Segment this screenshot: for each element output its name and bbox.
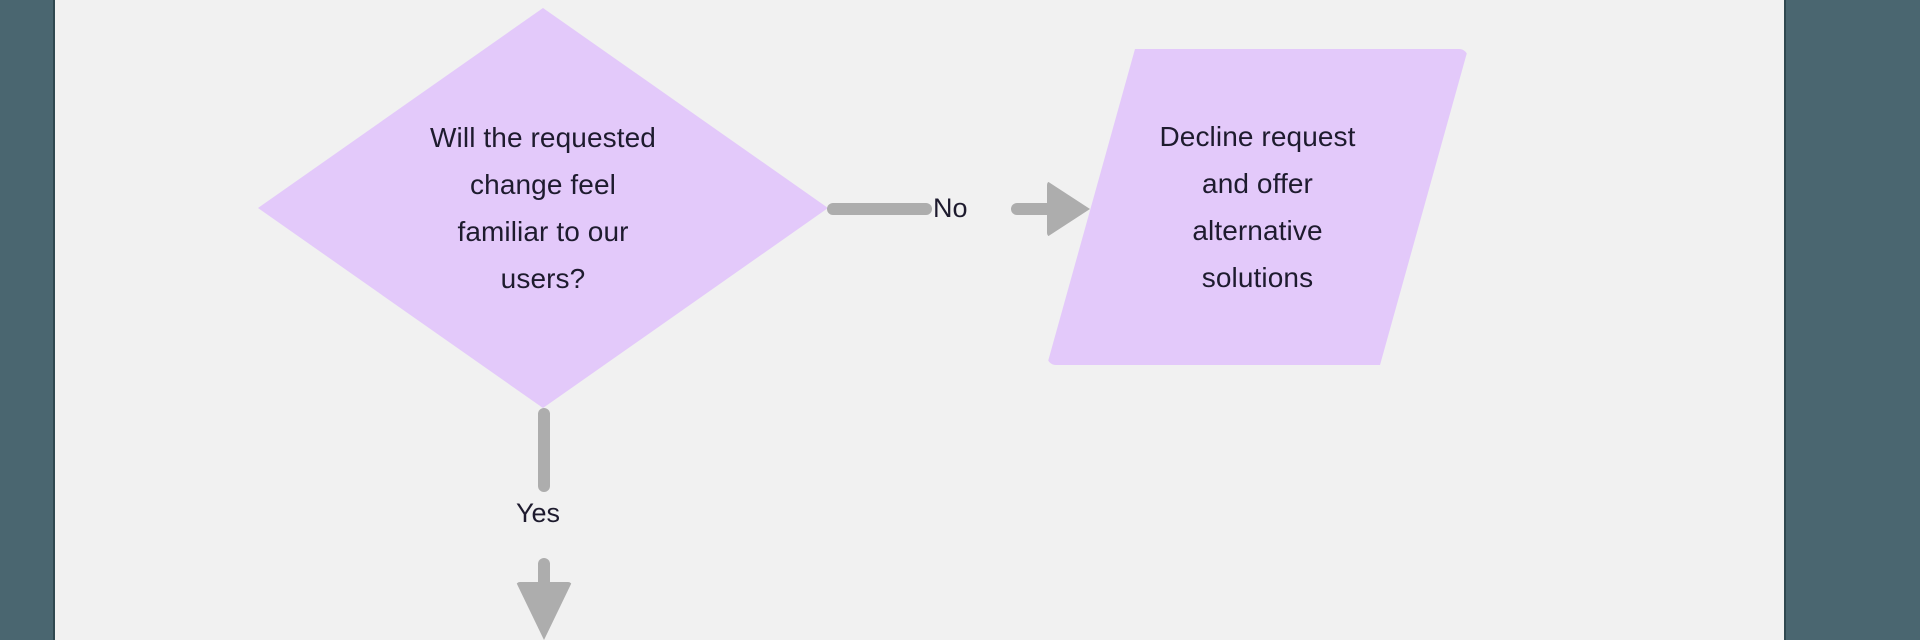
edge-yes-line: [538, 408, 550, 492]
decision-node-familiar-change[interactable]: Will the requested change feel familiar …: [258, 8, 828, 408]
left-frame-band: [0, 0, 53, 640]
left-frame-divider: [53, 0, 55, 640]
right-frame-divider: [1784, 0, 1786, 640]
edge-no-line: [827, 203, 932, 215]
decline-request-node[interactable]: Decline request and offer alternative so…: [1047, 49, 1468, 365]
decision-node-label: Will the requested change feel familiar …: [430, 122, 656, 294]
arrow-down-icon: [516, 582, 572, 640]
decline-node-label: Decline request and offer alternative so…: [1159, 121, 1356, 293]
edge-no-line-stub: [1011, 203, 1055, 215]
edge-no-label: No: [933, 193, 968, 223]
flowchart-canvas[interactable]: Will the requested change feel familiar …: [55, 0, 1784, 640]
edge-yes-label: Yes: [516, 498, 561, 528]
right-frame-band: [1786, 0, 1920, 640]
